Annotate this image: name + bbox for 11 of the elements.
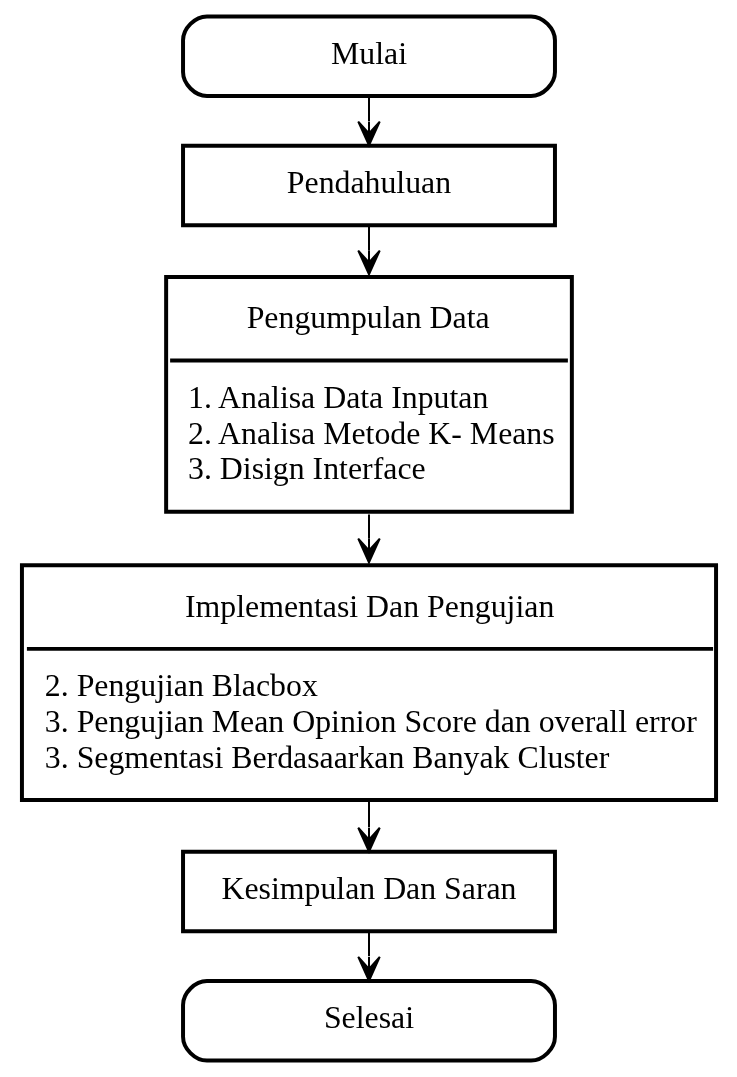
node-box: Pengumpulan Data 1. Analisa Data Inputan 2. Analisa Metode K- Means 3. Disign Interface — [163, 275, 574, 514]
arrow — [356, 95, 381, 147]
node-box: Kesimpulan Dan Saran — [180, 849, 557, 934]
arrow — [356, 513, 381, 564]
arrow — [356, 225, 381, 276]
arrow — [356, 801, 381, 853]
arrow — [356, 930, 381, 982]
node-box: Pendahuluan — [180, 143, 557, 228]
node-box: Mulai — [180, 14, 557, 98]
node-box: Selesai — [180, 979, 557, 1063]
node-box: Implementasi Dan Pengujian 2. Pengujian Blacbox 3. Pengujian Mean Opinion Score dan overall error 3. Segmentasi Berdasaarkan Banyak Cluster — [19, 563, 718, 802]
